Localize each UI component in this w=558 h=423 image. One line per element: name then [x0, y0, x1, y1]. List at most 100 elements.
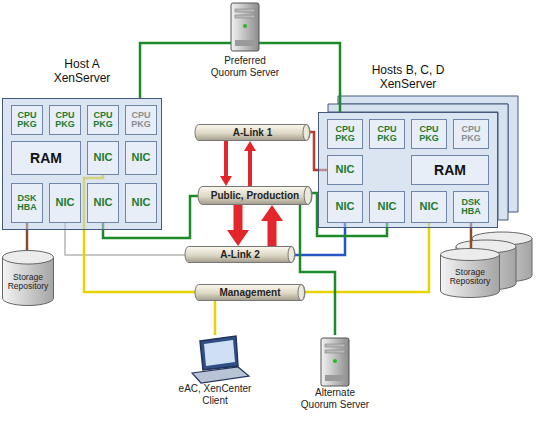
- node-label: Preferred Quorum Server: [205, 55, 285, 79]
- laptop-base: [192, 367, 249, 383]
- pipe-end: [303, 125, 309, 141]
- pipe-body: [195, 125, 310, 141]
- node-label: CPU PKG: [51, 111, 79, 130]
- node-label: NIC: [132, 197, 151, 209]
- pipe-body: [198, 187, 312, 205]
- wire-stub: [259, 42, 285, 45]
- storage-cylinder: Storage Repository: [2, 250, 54, 306]
- flow-arrow: [224, 141, 228, 176]
- server-body: [231, 3, 259, 51]
- component-box: NIC: [87, 141, 119, 175]
- component-box: CPU PKG: [369, 119, 405, 149]
- node-label: NIC: [420, 201, 439, 213]
- network-pipe: A-Link 1: [195, 124, 310, 141]
- network-wire: [285, 43, 340, 112]
- pipe-end: [298, 285, 304, 301]
- node-label: Management: [219, 288, 280, 298]
- node-label: NIC: [132, 152, 151, 164]
- node-label: NIC: [336, 164, 355, 176]
- server-slot: [235, 15, 255, 18]
- node-label: DSK HBA: [13, 194, 41, 213]
- node-label: CPU PKG: [329, 125, 361, 144]
- laptop-screen: [200, 336, 238, 370]
- host-box: CPU PKG CPU PKG CPU PKG CPU PKG RAM NIC NIC DSK…: [2, 98, 162, 230]
- component-box: NIC: [327, 155, 363, 185]
- node-label: CPU PKG: [89, 111, 117, 130]
- node-label: NIC: [94, 197, 113, 209]
- node-label: NIC: [378, 201, 397, 213]
- component-box: CPU PKG: [87, 105, 119, 135]
- flow-arrow: [268, 221, 277, 246]
- node-label: Public, Production: [211, 191, 299, 201]
- server-base: [235, 40, 255, 46]
- cylinder-top: [441, 249, 500, 261]
- pipe-end: [304, 187, 311, 205]
- node-label: CPU PKG: [371, 125, 403, 144]
- component-box: NIC: [411, 191, 447, 223]
- server-icon: [321, 338, 349, 386]
- pipe-body: [195, 285, 305, 301]
- server-body: [321, 338, 349, 386]
- node-label: NIC: [94, 152, 113, 164]
- network-pipe: A-Link 2: [185, 246, 295, 263]
- pipe-body: [185, 247, 295, 263]
- cylinder-top: [3, 251, 54, 265]
- server-slot: [325, 344, 345, 347]
- network-wire: [84, 175, 195, 292]
- server-led: [333, 359, 337, 363]
- host-heading: Host A XenServer: [47, 57, 117, 85]
- host-heading: Hosts B, C, D XenServer: [366, 63, 450, 91]
- server-led: [243, 24, 247, 28]
- node-label: CPU PKG: [455, 125, 487, 144]
- node-label: Storage Repository: [440, 268, 500, 286]
- component-box: NIC: [49, 183, 81, 223]
- node-label: NIC: [336, 201, 355, 213]
- laptop-display: [204, 340, 235, 366]
- node-label: CPU PKG: [127, 111, 155, 130]
- component-box: NIC: [125, 141, 157, 175]
- node-label: CPU PKG: [413, 125, 445, 144]
- storage-cylinder: Storage Repository: [440, 248, 500, 298]
- network-wire: [305, 223, 429, 292]
- network-wire: [140, 43, 205, 98]
- node-label: A-Link 2: [220, 250, 259, 260]
- client-node: eAC, XenCenter Client: [170, 335, 260, 417]
- server-slot: [235, 9, 255, 12]
- node-label: NIC: [56, 197, 75, 209]
- component-box: CPU PKG: [49, 105, 81, 135]
- component-box: DSK HBA: [453, 191, 489, 223]
- laptop-icon: [192, 336, 249, 383]
- node-label: eAC, XenCenter Client: [170, 383, 260, 407]
- component-box: RAM: [411, 155, 489, 185]
- node-label: RAM: [30, 151, 62, 166]
- node-label: CPU PKG: [13, 111, 41, 130]
- node-label: Storage Repository: [2, 273, 54, 291]
- node-label: RAM: [434, 163, 466, 178]
- component-box: CPU PKG: [327, 119, 363, 149]
- component-box: NIC: [87, 183, 119, 223]
- node-label: A-Link 1: [233, 128, 272, 138]
- server-icon: [231, 3, 259, 51]
- component-box: CPU PKG: [453, 119, 489, 149]
- component-box: NIC: [327, 191, 363, 223]
- node-label: DSK HBA: [455, 198, 487, 217]
- component-box: RAM: [11, 141, 81, 175]
- component-box: CPU PKG: [11, 105, 43, 135]
- network-pipe: Management: [195, 284, 305, 301]
- server-base: [325, 375, 345, 381]
- server-node: Preferred Quorum Server: [205, 2, 285, 84]
- component-box: NIC: [125, 183, 157, 223]
- network-pipe: Public, Production: [198, 186, 312, 205]
- network-wire: [214, 301, 217, 335]
- flow-arrow: [234, 205, 243, 230]
- component-box: CPU PKG: [125, 105, 157, 135]
- wire-stub: [205, 42, 231, 45]
- component-box: NIC: [369, 191, 405, 223]
- component-box: CPU PKG: [411, 119, 447, 149]
- server-slot: [325, 350, 345, 353]
- server-node: Alternate Quorum Server: [300, 335, 370, 421]
- host-box: CPU PKG CPU PKG CPU PKG CPU PKG NIC RAM NIC NIC…: [318, 112, 498, 228]
- component-box: DSK HBA: [11, 183, 43, 223]
- node-label: Alternate Quorum Server: [300, 387, 370, 411]
- pipe-end: [288, 247, 294, 263]
